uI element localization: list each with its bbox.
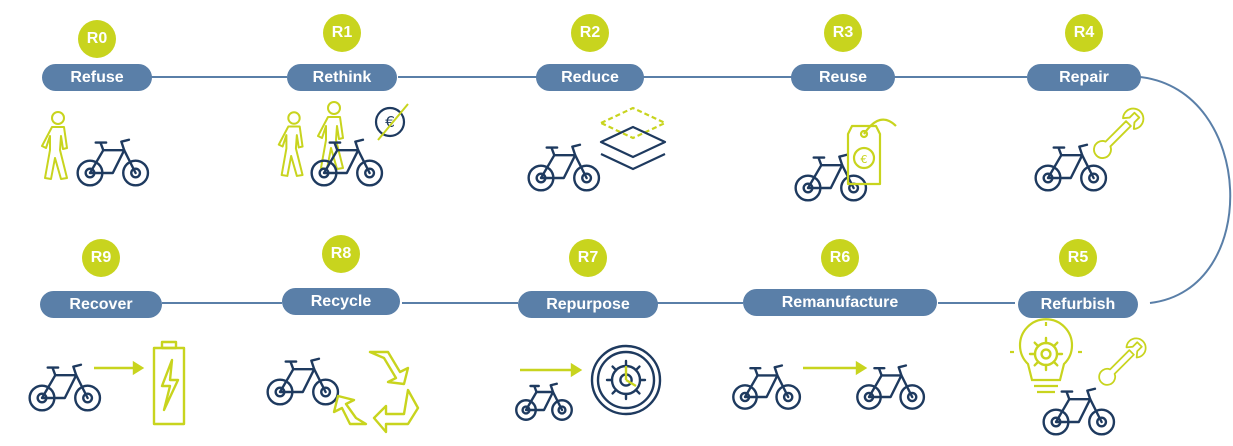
bike-with-recycle-symbol-icon [266,350,420,434]
step-badge: R0 [78,20,116,58]
step-label: Reuse [791,64,895,91]
step-badge: R5 [1059,239,1097,277]
svg-text:€: € [861,153,868,166]
step-badge: R6 [821,239,859,277]
step-badge: R3 [824,14,862,52]
step-label: Recover [40,291,162,318]
step-badge: R1 [323,14,361,52]
step-badge: R7 [569,239,607,277]
bike-with-price-tag-icon: € [794,118,897,202]
step-badge: R9 [82,239,120,277]
step-badge: R8 [322,235,360,273]
step-badge: R4 [1065,14,1103,52]
bike-to-battery-arrow-icon [28,340,186,426]
bike-with-walking-person-icon [41,111,150,187]
step-label: Rethink [287,64,397,91]
step-label: Repurpose [518,291,658,318]
step-label: Reduce [536,64,644,91]
step-label: Remanufacture [743,289,937,316]
step-label: Recycle [282,288,400,315]
svg-text:€: € [385,113,395,131]
bike-with-gear-bulb-and-wrench-icon [1010,318,1147,436]
bike-with-layers-icon [527,106,667,192]
step-badge: R2 [571,14,609,52]
step-label: Refuse [42,64,152,91]
bike-to-bike-arrow-icon [732,360,926,410]
step-label: Repair [1027,64,1141,91]
bike-with-two-people-and-euro-icon: € [277,101,409,187]
step-label: Refurbish [1018,291,1138,318]
bike-to-gear-arrow-icon [515,344,662,421]
bike-with-wrench-icon [1034,107,1145,192]
